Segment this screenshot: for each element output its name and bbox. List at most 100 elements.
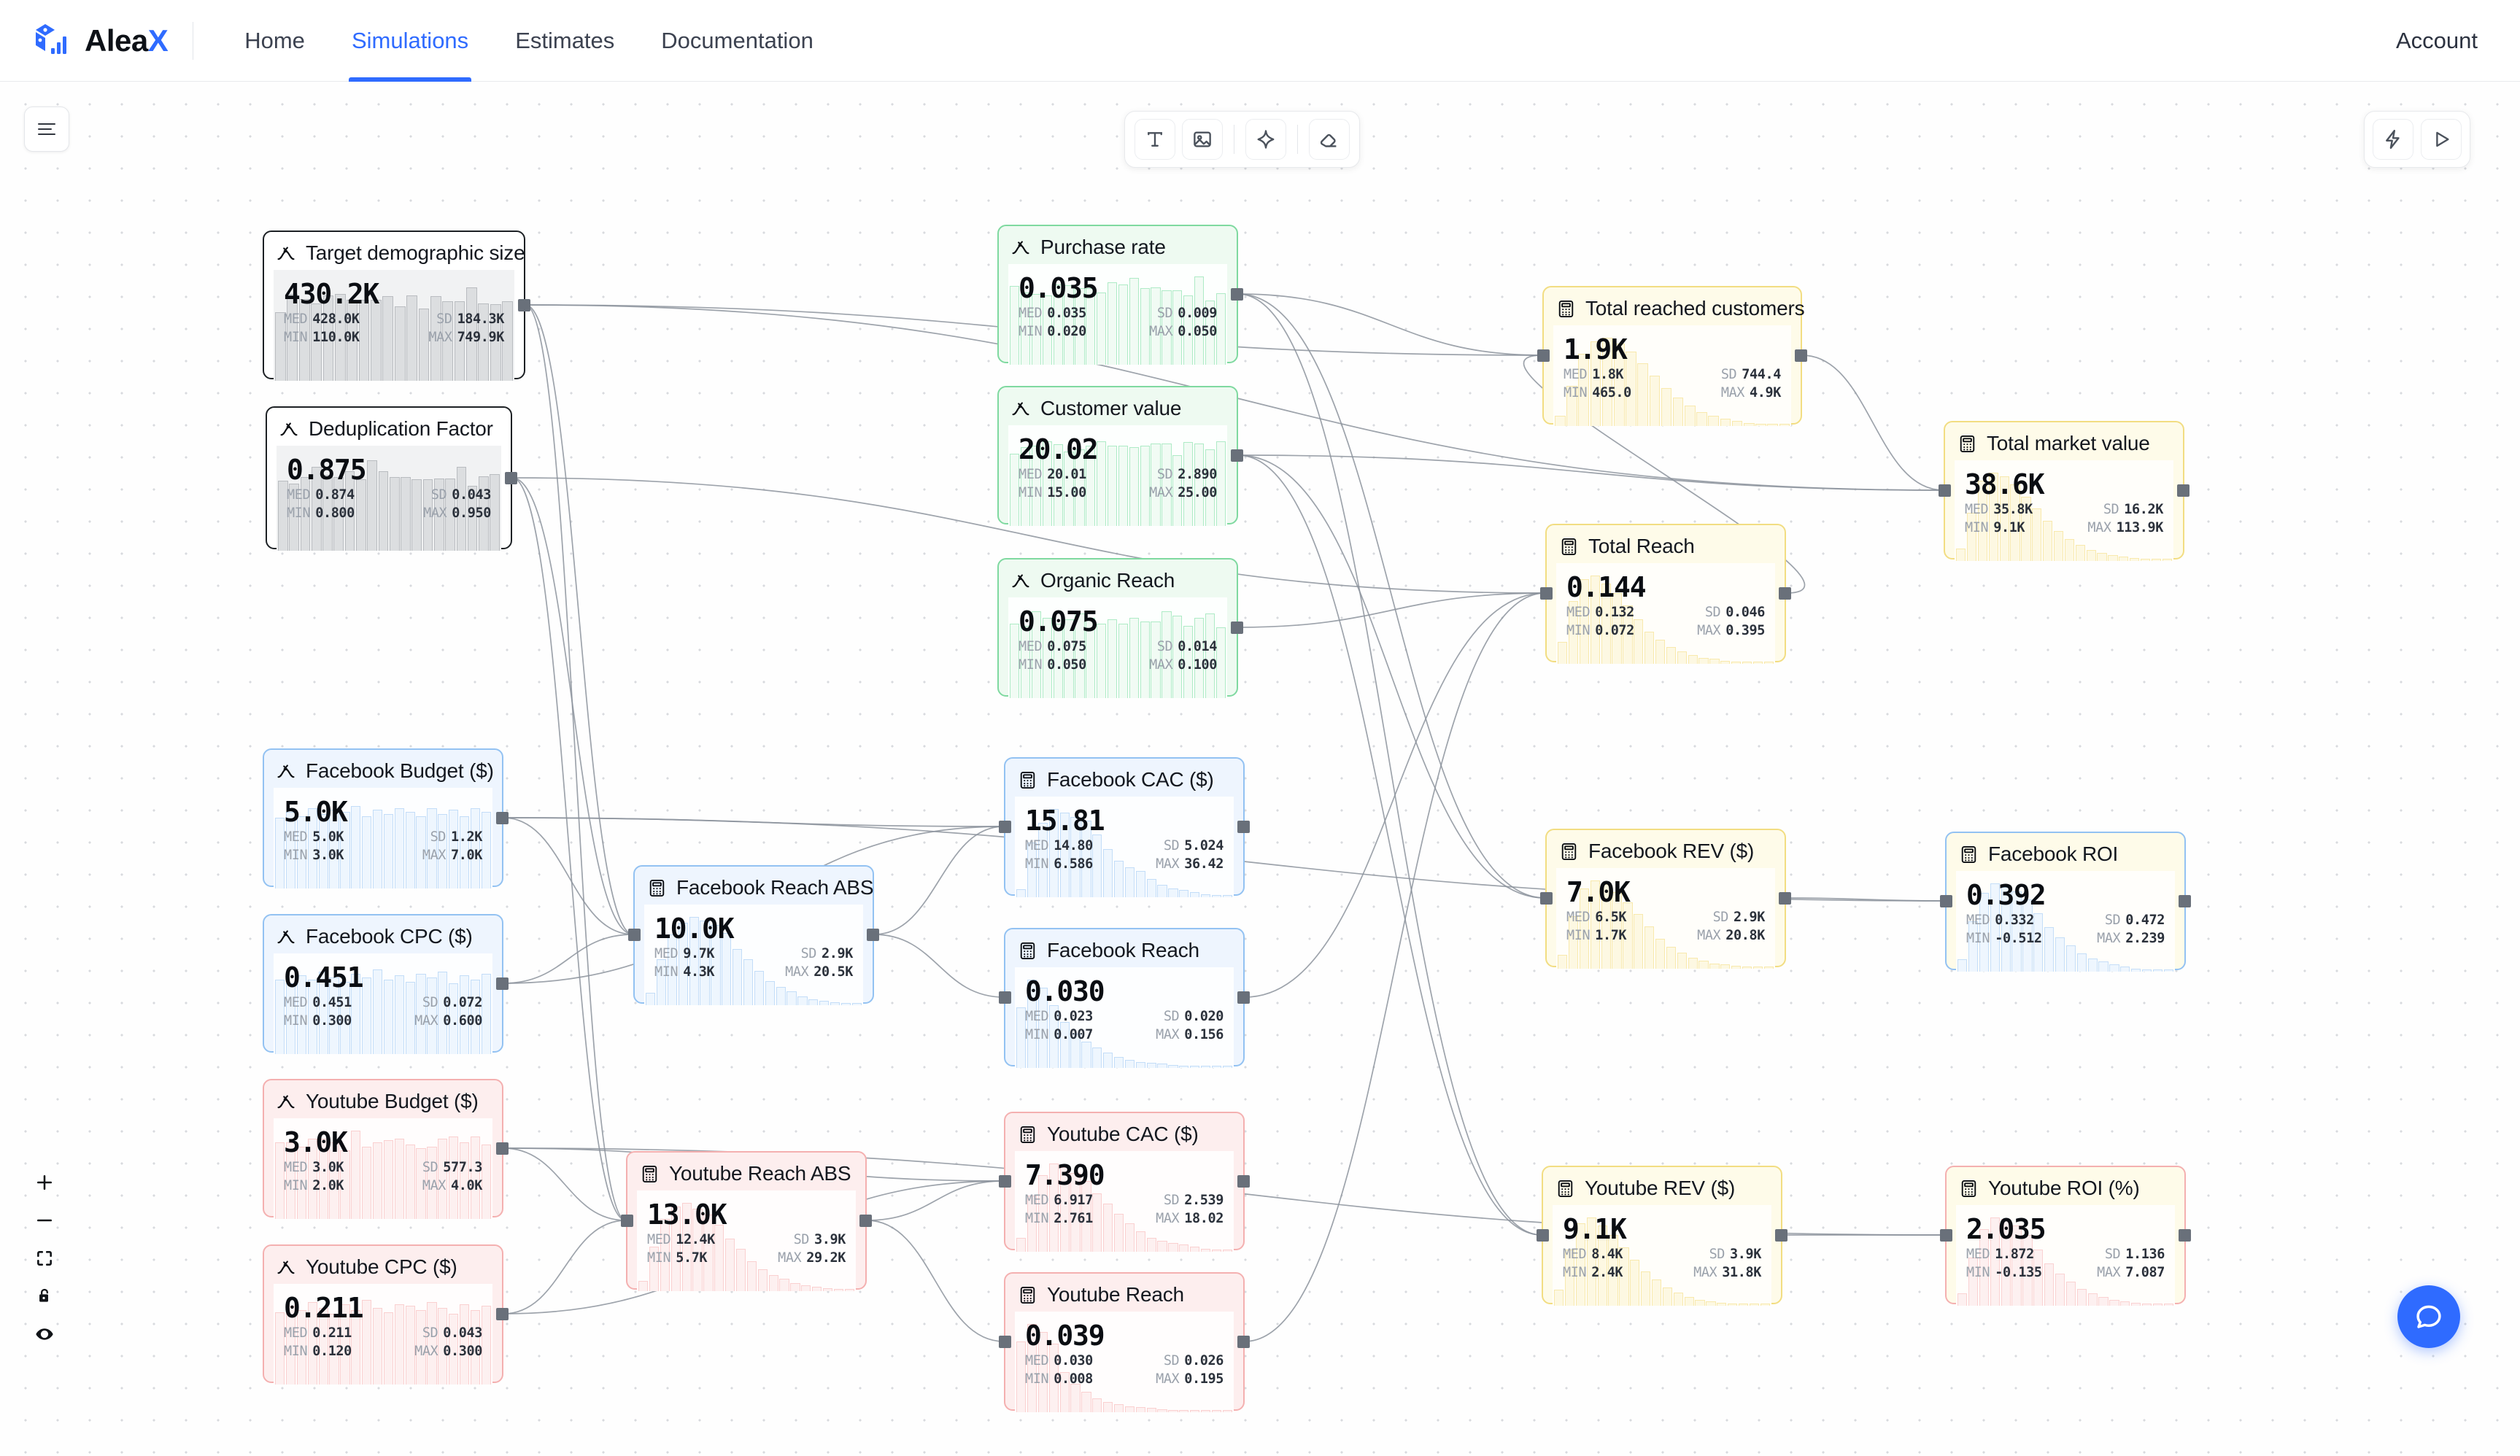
output-port[interactable] [1237, 820, 1250, 833]
node-title: Facebook Reach [1005, 929, 1243, 967]
output-port[interactable] [518, 298, 530, 311]
node-sd: 744.4 [1742, 366, 1781, 382]
output-port[interactable] [496, 811, 509, 824]
output-port[interactable] [867, 928, 879, 941]
distribution-icon [276, 1257, 296, 1277]
output-port[interactable] [1775, 1228, 1787, 1242]
input-port[interactable] [628, 928, 641, 941]
lock-toggle-button[interactable] [24, 1277, 65, 1315]
node-value: 430.2K [284, 278, 379, 310]
input-port[interactable] [999, 991, 1011, 1004]
node-title-text: Youtube Budget ($) [306, 1090, 479, 1112]
nav-item-documentation[interactable]: Documentation [661, 27, 813, 53]
chat-button[interactable] [2397, 1285, 2460, 1348]
menu-button[interactable] [24, 107, 69, 152]
input-port[interactable] [1940, 894, 1952, 907]
output-port[interactable] [1231, 449, 1243, 462]
output-port[interactable] [859, 1214, 872, 1227]
zoom-in-button[interactable] [24, 1163, 65, 1201]
input-port[interactable] [1940, 1228, 1952, 1242]
eraser-tool-button[interactable] [1309, 119, 1350, 160]
node-median: 5.0K [312, 829, 344, 845]
input-port[interactable] [1540, 586, 1553, 600]
output-port[interactable] [2179, 1228, 2191, 1242]
output-port[interactable] [2177, 484, 2189, 497]
output-port[interactable] [1237, 1335, 1250, 1348]
zoom-out-button[interactable] [24, 1201, 65, 1239]
account-menu[interactable]: Account [2395, 27, 2478, 53]
quick-run-button[interactable] [2373, 119, 2413, 160]
input-port[interactable] [999, 820, 1011, 833]
node-title-text: Target demographic size [306, 241, 525, 264]
nav-item-home[interactable]: Home [244, 27, 305, 53]
node-min: 9.1K [1993, 520, 2025, 536]
input-port[interactable] [1939, 484, 1951, 497]
output-port[interactable] [1779, 586, 1791, 600]
input-port[interactable] [999, 1174, 1011, 1188]
input-port[interactable] [1540, 891, 1553, 905]
output-port[interactable] [505, 471, 517, 484]
run-button[interactable] [2421, 119, 2462, 160]
output-port[interactable] [1237, 991, 1250, 1004]
distribution-icon [1010, 398, 1031, 419]
node-max: 36.42 [1184, 856, 1224, 872]
node-value: 0.144 [1566, 571, 1647, 603]
visibility-button[interactable] [24, 1315, 65, 1353]
output-port[interactable] [1779, 891, 1791, 905]
output-port[interactable] [1795, 349, 1807, 362]
output-port[interactable] [496, 1142, 509, 1155]
fit-view-button[interactable] [24, 1239, 65, 1277]
node-title-text: Youtube CPC ($) [306, 1255, 457, 1278]
input-port[interactable] [999, 1335, 1011, 1348]
output-port[interactable] [1231, 621, 1243, 634]
image-tool-button[interactable] [1182, 119, 1223, 160]
ai-tool-button[interactable] [1245, 119, 1286, 160]
node-min: 2.4K [1591, 1265, 1623, 1281]
nav-item-simulations[interactable]: Simulations [328, 0, 492, 82]
input-port[interactable] [621, 1214, 633, 1227]
node-title-text: Facebook Budget ($) [306, 759, 494, 782]
node-median: 12.4K [676, 1231, 715, 1247]
output-port[interactable] [1237, 1174, 1250, 1188]
output-port[interactable] [496, 977, 509, 990]
output-port[interactable] [2179, 894, 2191, 907]
input-port[interactable] [1537, 349, 1550, 362]
output-port[interactable] [1231, 287, 1243, 301]
brand-logo[interactable]: AleaX [34, 22, 169, 60]
output-port[interactable] [496, 1307, 509, 1320]
nav-item-estimates[interactable]: Estimates [515, 27, 615, 53]
input-port[interactable] [1537, 1228, 1549, 1242]
node-title: Target demographic size [264, 232, 525, 270]
text-tool-button[interactable] [1135, 119, 1175, 160]
node-max: 0.050 [1178, 324, 1217, 340]
